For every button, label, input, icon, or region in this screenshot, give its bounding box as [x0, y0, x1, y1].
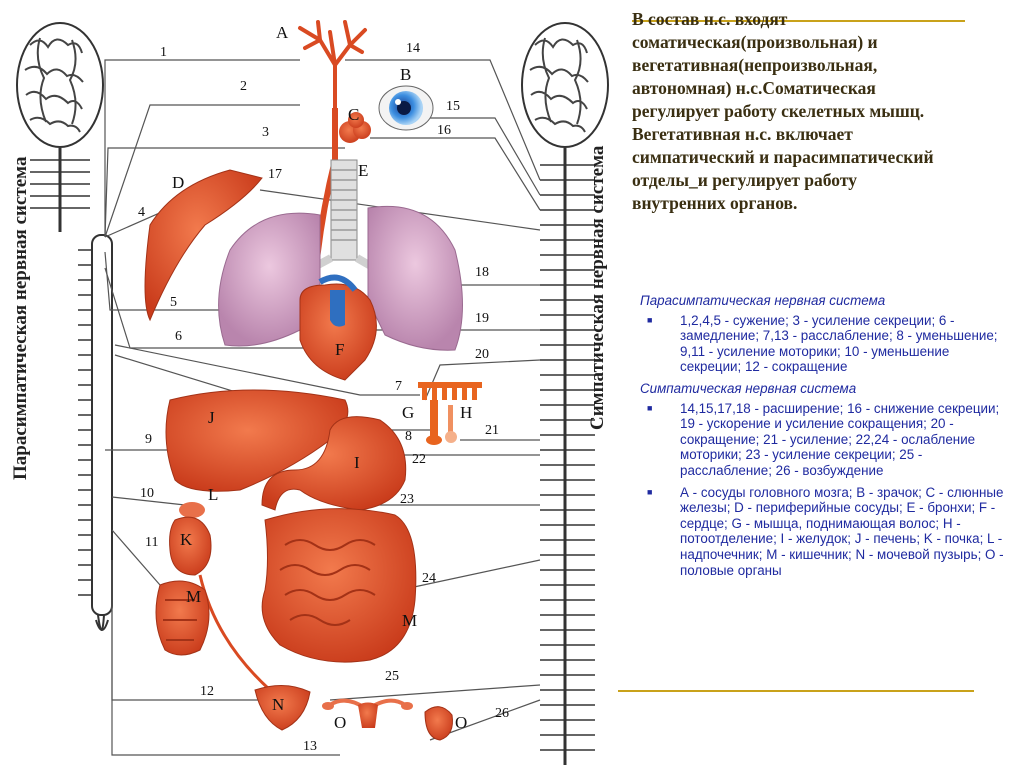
nerve-label-26: 26 [495, 706, 509, 721]
organ-label-f: F [335, 340, 344, 359]
liver-organ [165, 389, 349, 492]
urinary-bladder-organ [254, 685, 311, 731]
organ-label-o-left: O [334, 713, 346, 732]
adrenal-gland-organ [179, 502, 205, 518]
nerve-label-16: 16 [437, 123, 451, 138]
nerve-number-labels: 1 2 3 4 5 6 7 8 9 10 11 12 13 14 15 16 1… [138, 41, 509, 754]
sympathetic-vertical-title: Симпатическая нервная система [587, 145, 608, 430]
legend-parasympathetic-item: ■ 1,2,4,5 - сужение; 3 - усиление секрец… [640, 313, 1010, 375]
organ-label-n: N [272, 695, 284, 714]
nerve-label-23: 23 [400, 492, 414, 507]
organ-label-m-left: M [186, 587, 201, 606]
intro-line-2: соматическая(произвольная) и [632, 32, 878, 52]
organ-label-a: A [276, 23, 289, 42]
sympathetic-spine [540, 148, 595, 765]
salivary-gland-organ [339, 112, 371, 143]
parasympathetic-spine [30, 148, 113, 631]
parasympathetic-vertical-title: Парасимпатическая нервная система [10, 156, 31, 480]
intro-line-9: внутренних органов. [632, 193, 798, 213]
nerve-label-5: 5 [170, 295, 177, 310]
nerve-label-13: 13 [303, 739, 317, 754]
ureter [198, 574, 272, 692]
legend-parasympathetic-title: Парасимпатическая нервная система [640, 293, 886, 308]
nerve-label-6: 6 [175, 329, 182, 344]
intro-line-5: регулирует работу скелетных мышц. [632, 101, 925, 121]
legend-sympathetic-title: Симпатическая нервная система [640, 380, 857, 396]
nerve-label-4: 4 [138, 205, 145, 220]
intro-line-8: отделы_и регулирует работу [632, 170, 857, 190]
nerve-label-7: 7 [395, 379, 402, 394]
nerve-label-19: 19 [475, 311, 489, 326]
intro-line-1: В состав н.с. входят [632, 9, 788, 29]
intro-line-4: автономная) н.с.Соматическая [632, 78, 876, 98]
legend-parasympathetic-text: 1,2,4,5 - сужение; 3 - усиление секреции… [680, 312, 998, 375]
nerve-label-3: 3 [262, 125, 269, 140]
organ-letter-labels: A B C D E F G H J I L K M M N O O [172, 23, 472, 732]
skin-hair-organ [418, 382, 482, 445]
organ-label-c: C [348, 105, 359, 124]
intro-paragraph: В состав н.с. входят соматическая(произв… [632, 8, 1012, 215]
organ-label-l: L [208, 485, 218, 504]
organ-label-i: I [354, 453, 360, 472]
intro-line-6: Вегетативная н.с. включает [632, 124, 853, 144]
bullet-icon: ■ [647, 402, 653, 413]
cerebral-vessels-organ [298, 20, 367, 112]
intro-top-rule [632, 20, 965, 22]
nerve-label-15: 15 [446, 99, 460, 114]
nerve-label-17: 17 [268, 167, 282, 182]
stomach-organ [261, 416, 407, 511]
reproductive-organs-female [322, 698, 413, 728]
kidney-organ [169, 516, 212, 576]
nerve-label-8: 8 [405, 429, 412, 444]
bottom-rule [618, 690, 974, 692]
peripheral-vessels-organ [144, 169, 263, 322]
nervous-system-diagram: Парасимпатическая нервная система Симпат… [10, 20, 609, 765]
nerve-label-22: 22 [412, 452, 426, 467]
heart-organ [299, 274, 377, 381]
reproductive-organs-male [424, 706, 453, 741]
nerve-label-21: 21 [485, 423, 499, 438]
organ-label-b: B [400, 65, 411, 84]
organ-label-h: H [460, 403, 472, 422]
left-lung-organ [218, 212, 321, 347]
nerve-label-18: 18 [475, 265, 489, 280]
nerve-label-12: 12 [200, 684, 214, 699]
nerve-label-20: 20 [475, 347, 489, 362]
nerve-label-11: 11 [145, 535, 158, 550]
organ-label-o-right: O [455, 713, 467, 732]
legend-sympathetic-text: 14,15,17,18 - расширение; 16 - снижение … [680, 400, 1000, 478]
sympathetic-brain [521, 22, 609, 148]
intro-line-7: симпатический и парасимпатический [632, 147, 934, 167]
organ-label-m-right: M [402, 611, 417, 630]
bullet-icon: ■ [647, 314, 653, 325]
organ-label-k: K [180, 530, 193, 549]
parasympathetic-brain [16, 22, 104, 148]
nerve-label-9: 9 [145, 432, 152, 447]
eye-organ [378, 85, 434, 131]
nerve-label-25: 25 [385, 669, 399, 684]
organ-label-e: E [358, 161, 368, 180]
nerve-label-14: 14 [406, 41, 420, 56]
organ-label-g: G [402, 403, 414, 422]
nerve-label-2: 2 [240, 79, 247, 94]
legend-letters-item: ■ А - сосуды головного мозга; В - зрачок… [640, 485, 1010, 579]
organ-label-j: J [208, 408, 215, 427]
organ-label-d: D [172, 173, 184, 192]
intro-line-3: вегетативная(непроизвольная, [632, 55, 878, 75]
bullet-icon: ■ [647, 486, 653, 497]
legend-panel: Парасимпатическая нервная система ■ 1,2,… [640, 293, 1010, 584]
nerve-label-10: 10 [140, 486, 154, 501]
legend-sympathetic-item: ■ 14,15,17,18 - расширение; 16 - снижени… [640, 401, 1010, 479]
right-lung-organ [367, 205, 463, 351]
nerve-label-24: 24 [422, 571, 436, 586]
intestine-organ [155, 508, 417, 663]
nerve-label-1: 1 [160, 45, 167, 60]
legend-letters-text: А - сосуды головного мозга; В - зрачок; … [680, 484, 1004, 578]
